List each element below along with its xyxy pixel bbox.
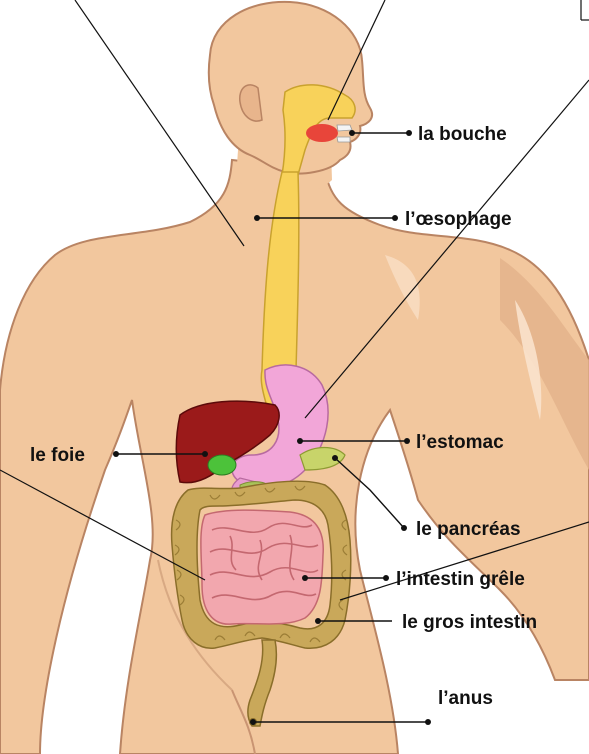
label-gros-intestin: le gros intestin [402, 612, 537, 633]
label-foie: le foie [30, 445, 85, 466]
label-estomac: l’estomac [416, 432, 504, 453]
leader-end-bouche [406, 130, 412, 136]
leader-end-anus [425, 719, 431, 725]
leader-dot-gros-intestin [315, 618, 321, 624]
leader-dot-oesophage [254, 215, 260, 221]
leader-dot-anus [250, 719, 256, 725]
leader-dot-bouche [349, 130, 355, 136]
leader-end-intestin-grele [383, 575, 389, 581]
label-bouche: la bouche [418, 124, 507, 145]
leader-dot-estomac [297, 438, 303, 444]
leader-dot-pancreas [332, 455, 338, 461]
leader-end-pancreas [401, 525, 407, 531]
label-intestin-grele: l’intestin grêle [396, 569, 525, 590]
leader-end-foie [202, 451, 208, 457]
leader-end-estomac [404, 438, 410, 444]
leader-end-oesophage [392, 215, 398, 221]
tongue [306, 124, 338, 142]
label-anus: l’anus [438, 688, 493, 709]
leader-dot-foie [113, 451, 119, 457]
gallbladder [208, 455, 236, 475]
label-pancreas: le pancréas [416, 519, 521, 540]
label-oesophage: l’œsophage [405, 209, 512, 230]
leader-dot-intestin-grele [302, 575, 308, 581]
